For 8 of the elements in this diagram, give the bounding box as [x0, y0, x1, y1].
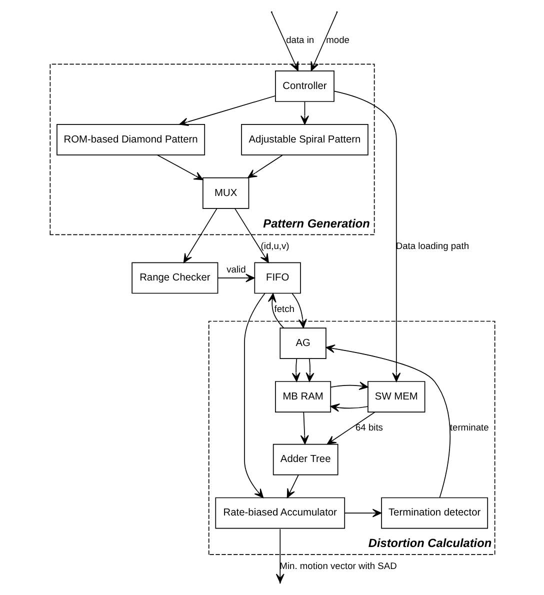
edge-label: (id,u,v)	[260, 240, 289, 251]
edge-label: Min. motion vector with SAD	[279, 560, 396, 571]
edge-label: mode	[326, 34, 350, 45]
edge-label: 64 bits	[354, 422, 382, 433]
edge-label: valid	[226, 264, 246, 275]
edge-label: terminate	[449, 422, 488, 433]
edge-label: data in	[286, 34, 314, 45]
edge-label: fetch	[274, 304, 294, 314]
